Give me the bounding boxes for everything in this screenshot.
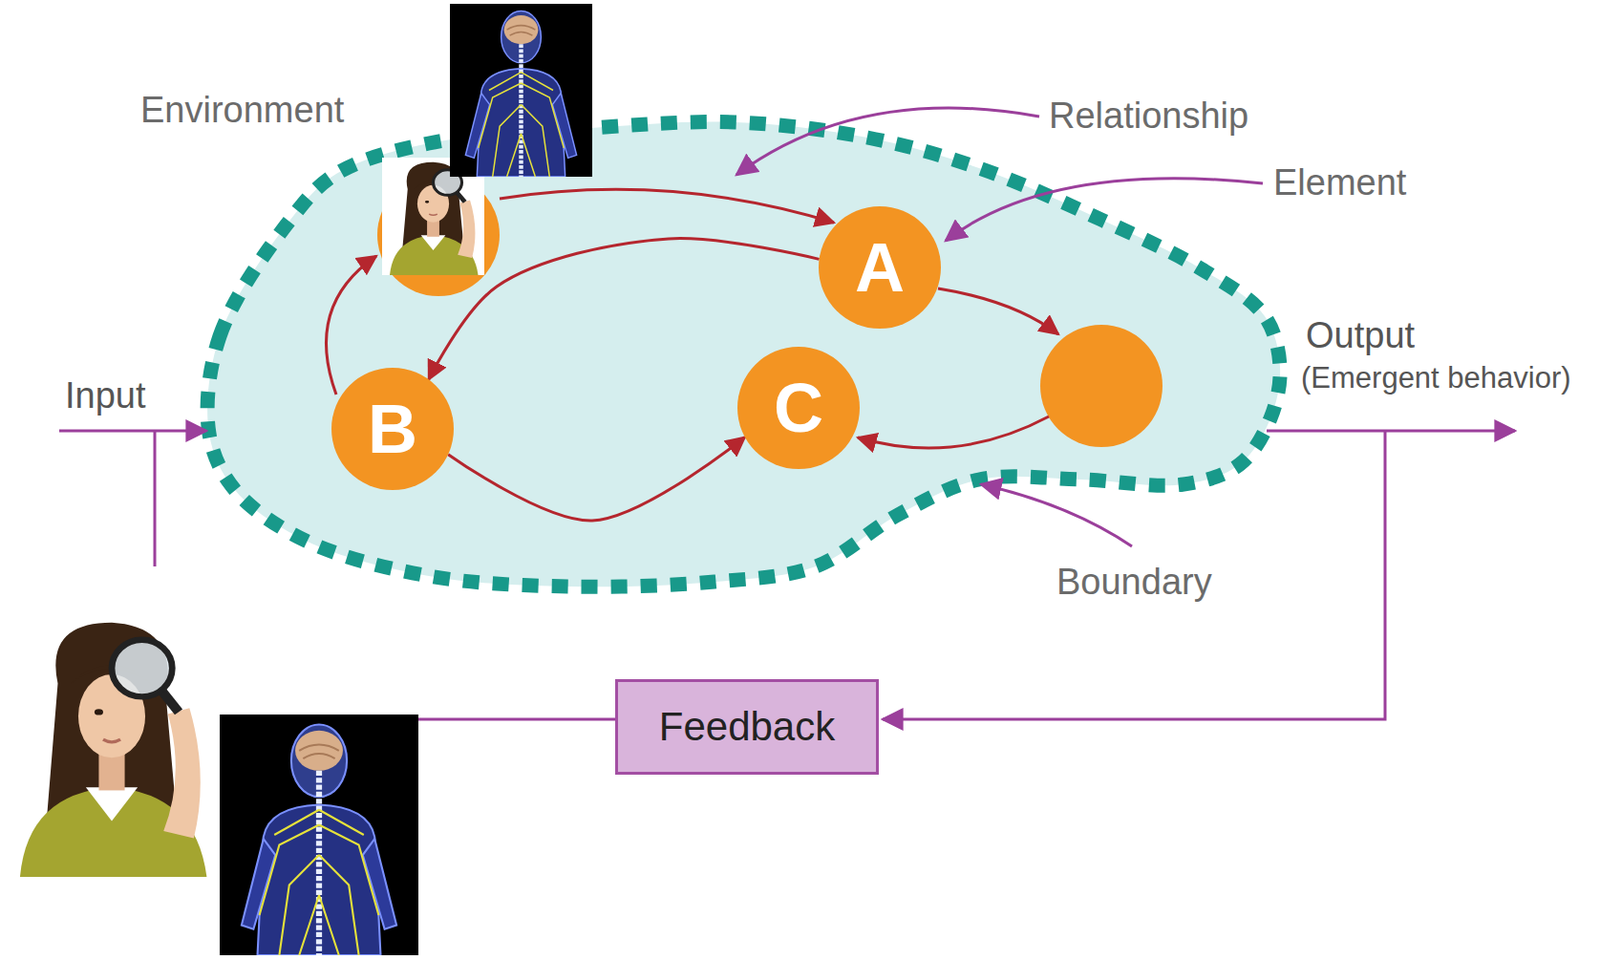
relationship-arrow xyxy=(448,437,746,521)
element-circle: A xyxy=(818,206,941,329)
callout-label: Relationship xyxy=(1048,95,1249,138)
signal-note: (Emergent behavior) xyxy=(1301,361,1572,396)
system-boundary xyxy=(207,122,1280,588)
feedback-box: Feedback xyxy=(615,679,879,775)
observer-picture xyxy=(3,612,220,877)
element-circle: C xyxy=(737,346,860,470)
leader-line xyxy=(736,107,1263,547)
nervous-system-picture xyxy=(219,714,419,956)
signal-label: Input xyxy=(64,375,147,418)
signal-line xyxy=(59,430,1515,720)
box-label: Feedback xyxy=(659,706,835,747)
element-letter: A xyxy=(854,233,905,302)
signal-label: Output xyxy=(1305,315,1415,358)
callout-label: Boundary xyxy=(1056,561,1213,604)
nervous-system-picture xyxy=(449,3,593,177)
callout-label: Element xyxy=(1273,162,1407,205)
environment-label: Environment xyxy=(140,89,344,132)
element-letter: B xyxy=(367,394,418,464)
element-letter: C xyxy=(773,373,824,443)
element-circle: B xyxy=(331,367,454,491)
